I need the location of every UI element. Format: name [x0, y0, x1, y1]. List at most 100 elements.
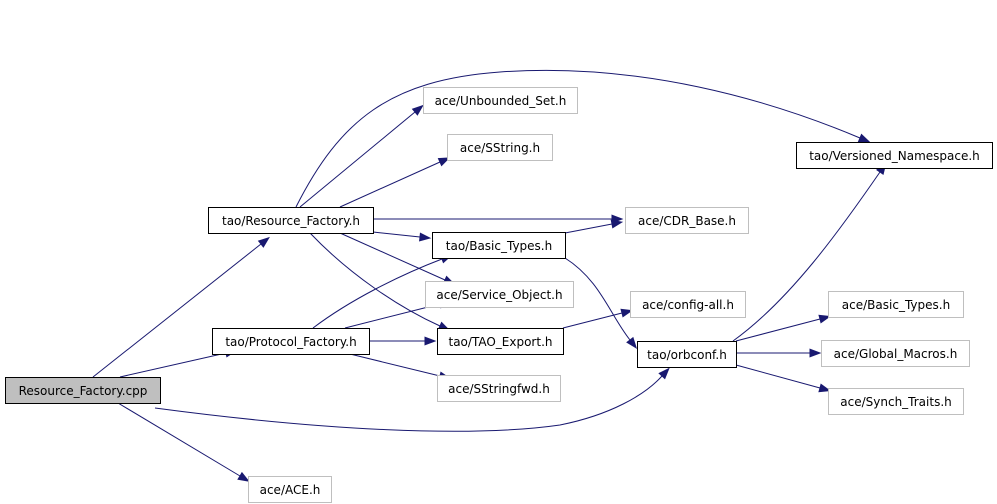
- edge-tao_resource_factory_h-to-tao_versioned_namespace_h: [295, 69, 871, 208]
- node-tao-basic-types-h[interactable]: tao/Basic_Types.h: [432, 232, 566, 259]
- node-label: ace/Service_Object.h: [436, 288, 562, 302]
- node-label: ace/Basic_Types.h: [842, 298, 950, 312]
- node-box: [437, 328, 564, 355]
- node-label: tao/Basic_Types.h: [446, 239, 552, 253]
- edge-line: [562, 312, 623, 329]
- edge-tao_resource_factory_h-to-tao_basic_types_h: [372, 231, 432, 242]
- node-box: [248, 476, 332, 503]
- node-ace-ace-h[interactable]: ace/ACE.h: [248, 476, 332, 503]
- node-tao-tao-export-h[interactable]: tao/TAO_Export.h: [437, 328, 564, 355]
- node-box: [828, 388, 964, 415]
- node-box: [423, 87, 578, 114]
- node-ace-unbounded-set-h[interactable]: ace/Unbounded_Set.h: [423, 87, 578, 114]
- node-ace-synch-traits-h[interactable]: ace/Synch_Traits.h: [828, 388, 964, 415]
- node-label: ace/SString.h: [460, 141, 540, 155]
- node-label: ace/ACE.h: [260, 483, 321, 497]
- node-tao-resource-factory-h[interactable]: tao/Resource_Factory.h: [208, 207, 374, 234]
- edge-line: [295, 69, 861, 208]
- node-box: [821, 340, 970, 367]
- node-tao-protocol-factory-h[interactable]: tao/Protocol_Factory.h: [212, 328, 370, 355]
- edge-tao_basic_types_h-to-tao_orbconf_h: [564, 257, 638, 349]
- edge-tao_orbconf_h-to-ace_synch_traits_h: [735, 364, 832, 393]
- arrowhead: [257, 236, 270, 248]
- node-label: ace/CDR_Base.h: [638, 214, 736, 228]
- arrowhead: [809, 348, 822, 358]
- edge-tao_resource_factory_h-to-ace_unbounded_set_h: [299, 104, 424, 208]
- node-label: tao/TAO_Export.h: [449, 335, 553, 349]
- edge-line: [339, 161, 441, 208]
- edge-tao_orbconf_h-to-ace_basic_types_h: [735, 314, 832, 342]
- node-ace-cdr-base-h[interactable]: ace/CDR_Base.h: [625, 207, 749, 234]
- node-box: [447, 134, 553, 161]
- node-box: [637, 341, 737, 368]
- node-box: [208, 207, 374, 234]
- edge-line: [735, 364, 821, 389]
- edge-line: [339, 232, 446, 281]
- node-ace-basic-types-h[interactable]: ace/Basic_Types.h: [828, 291, 964, 318]
- node-tao-orbconf-h[interactable]: tao/orbconf.h: [637, 341, 737, 368]
- node-ace-service-object-h[interactable]: ace/Service_Object.h: [425, 281, 574, 308]
- node-ace-sstring-h[interactable]: ace/SString.h: [447, 134, 553, 161]
- node-box: [425, 281, 574, 308]
- node-label: tao/Protocol_Factory.h: [225, 335, 356, 349]
- edge-line: [92, 243, 262, 378]
- arrowhead: [237, 471, 250, 482]
- edge-line: [372, 231, 421, 238]
- node-box: [5, 377, 161, 404]
- arrowhead: [658, 367, 670, 380]
- edge-line: [564, 257, 631, 341]
- edge-line: [154, 375, 663, 432]
- node-ace-config-all-h[interactable]: ace/config-all.h: [630, 291, 746, 318]
- node-label: ace/Global_Macros.h: [834, 347, 958, 361]
- edge-line: [312, 258, 443, 329]
- node-box: [437, 375, 561, 402]
- edge-line: [732, 171, 881, 342]
- node-tao-versioned-namespace-h[interactable]: tao/Versioned_Namespace.h: [796, 142, 993, 169]
- node-label: tao/orbconf.h: [647, 348, 727, 362]
- edge-line: [564, 223, 613, 234]
- edge-tao_basic_types_h-to-ace_cdr_base_h: [564, 219, 624, 234]
- node-label: ace/SStringfwd.h: [448, 382, 550, 396]
- arrowhead: [419, 232, 432, 242]
- node-label: ace/Synch_Traits.h: [840, 395, 951, 409]
- arrowhead: [424, 336, 437, 346]
- edge-line: [119, 352, 227, 378]
- arrowhead: [620, 308, 634, 318]
- node-box: [630, 291, 746, 318]
- node-ace-sstringfwd-h[interactable]: ace/SStringfwd.h: [437, 375, 561, 402]
- edge-tao_protocol_factory_h-to-tao_tao_export_h: [369, 336, 437, 346]
- edge-tao_protocol_factory_h-to-ace_sstringfwd_h: [349, 353, 452, 381]
- edge-line: [309, 232, 441, 327]
- arrowhead: [857, 133, 871, 143]
- edge-tao_resource_factory_h-to-ace_cdr_base_h: [373, 214, 624, 224]
- node-label: tao/Resource_Factory.h: [222, 214, 360, 228]
- edge-line: [735, 318, 821, 342]
- node-label: Resource_Factory.cpp: [19, 384, 148, 398]
- node-label: ace/config-all.h: [642, 298, 734, 312]
- edge-line: [299, 111, 416, 208]
- edge-line: [117, 402, 241, 477]
- arrowhead: [818, 383, 832, 393]
- node-label: ace/Unbounded_Set.h: [435, 94, 567, 108]
- arrowhead: [818, 314, 832, 324]
- node-box: [212, 328, 370, 355]
- arrowhead: [437, 157, 451, 167]
- edge-tao_resource_factory_h-to-ace_sstring_h: [339, 157, 451, 208]
- node-box: [796, 142, 993, 169]
- node-label: tao/Versioned_Namespace.h: [809, 149, 980, 163]
- edge-tao_tao_export_h-to-ace_config_all_h: [562, 308, 634, 329]
- edge-resource_factory_cpp-to-tao_orbconf_h: [154, 367, 670, 432]
- node-box: [432, 232, 566, 259]
- edge-resource_factory_cpp-to-ace_ace_h: [117, 402, 250, 482]
- edges-layer: [92, 69, 887, 482]
- edge-line: [349, 353, 441, 377]
- node-box: [828, 291, 964, 318]
- edge-line: [344, 303, 441, 329]
- nodes-layer: Resource_Factory.cpp tao/Resource_Factory…: [5, 87, 993, 503]
- node-resource-factory-cpp[interactable]: Resource_Factory.cpp: [5, 377, 161, 404]
- node-ace-global-macros-h[interactable]: ace/Global_Macros.h: [821, 340, 970, 367]
- arrowhead: [411, 104, 424, 116]
- edge-resource_factory_cpp-to-tao_resource_factory_h: [92, 236, 270, 378]
- node-box: [625, 207, 749, 234]
